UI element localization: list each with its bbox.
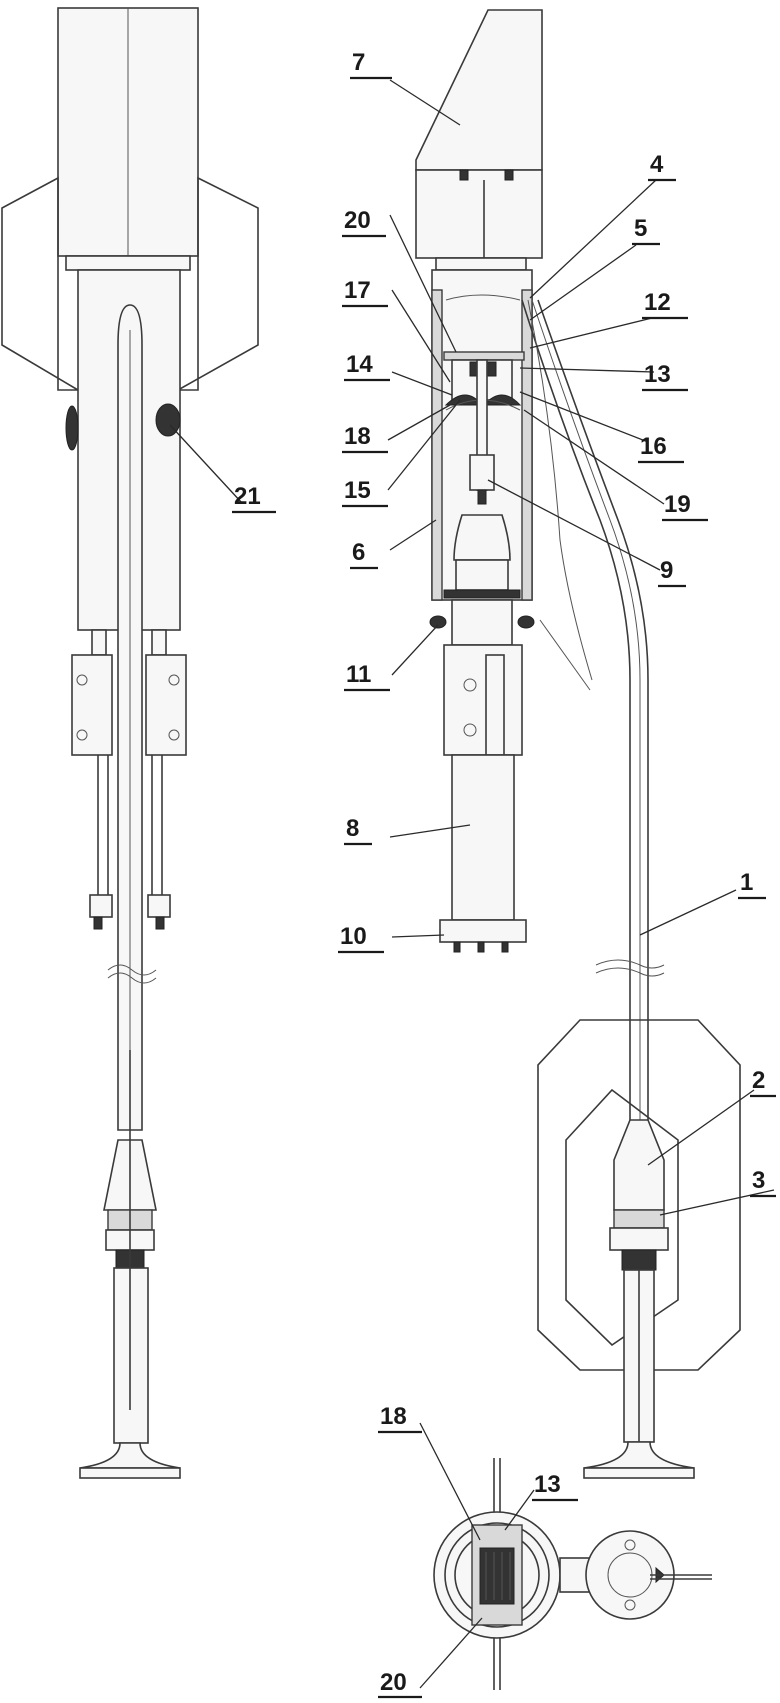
inner-wing-plate bbox=[565, 1088, 679, 1347]
label-19: 19 bbox=[664, 491, 691, 518]
part-3-nut bbox=[613, 1209, 665, 1229]
left-side-knob bbox=[65, 405, 79, 451]
label-12: 12 bbox=[644, 289, 671, 316]
label-13-plan: 13 bbox=[534, 1471, 561, 1498]
left-foot-plate bbox=[79, 1467, 181, 1479]
right-cross-section-view bbox=[415, 9, 741, 1479]
label-6: 6 bbox=[352, 539, 365, 566]
left-clamp bbox=[71, 654, 113, 756]
label-18-plan: 18 bbox=[380, 1403, 407, 1430]
label-4: 4 bbox=[650, 151, 664, 178]
part-8-lower-body bbox=[443, 644, 523, 756]
label-3: 3 bbox=[752, 1167, 765, 1194]
label-2: 2 bbox=[752, 1067, 765, 1094]
label-5: 5 bbox=[634, 215, 647, 242]
label-9: 9 bbox=[660, 557, 673, 584]
part-7-head bbox=[415, 9, 543, 171]
label-21: 21 bbox=[234, 483, 261, 510]
part-1-tube bbox=[521, 299, 631, 1120]
left-lower-tube bbox=[113, 1267, 149, 1444]
outer-wing-plate bbox=[537, 1019, 741, 1371]
label-20: 20 bbox=[344, 207, 371, 234]
right-clamp bbox=[145, 654, 187, 756]
leader-lines bbox=[169, 79, 775, 1689]
label-13: 13 bbox=[644, 361, 671, 388]
label-7: 7 bbox=[352, 49, 365, 76]
bottom-plan-view bbox=[433, 1458, 712, 1690]
right-wing-plate bbox=[174, 176, 259, 391]
left-side-view bbox=[1, 7, 259, 1479]
plan-coil-core bbox=[479, 1547, 515, 1605]
label-11: 11 bbox=[346, 661, 371, 688]
part-labels: 7 4 20 5 17 12 14 13 18 16 15 19 6 9 11 … bbox=[232, 49, 776, 1699]
label-16: 16 bbox=[640, 433, 667, 460]
right-side-knob bbox=[155, 403, 181, 437]
part-10-base bbox=[439, 919, 527, 943]
label-8: 8 bbox=[346, 815, 359, 842]
label-1: 1 bbox=[740, 869, 753, 896]
label-17: 17 bbox=[344, 277, 371, 304]
label-10: 10 bbox=[340, 923, 367, 950]
label-15: 15 bbox=[344, 477, 371, 504]
label-20-plan: 20 bbox=[380, 1669, 407, 1696]
left-wing-plate bbox=[1, 176, 81, 391]
part-2-taper bbox=[613, 1119, 665, 1211]
label-18: 18 bbox=[344, 423, 371, 450]
label-14: 14 bbox=[346, 351, 373, 378]
right-foot-plate bbox=[583, 1467, 695, 1479]
